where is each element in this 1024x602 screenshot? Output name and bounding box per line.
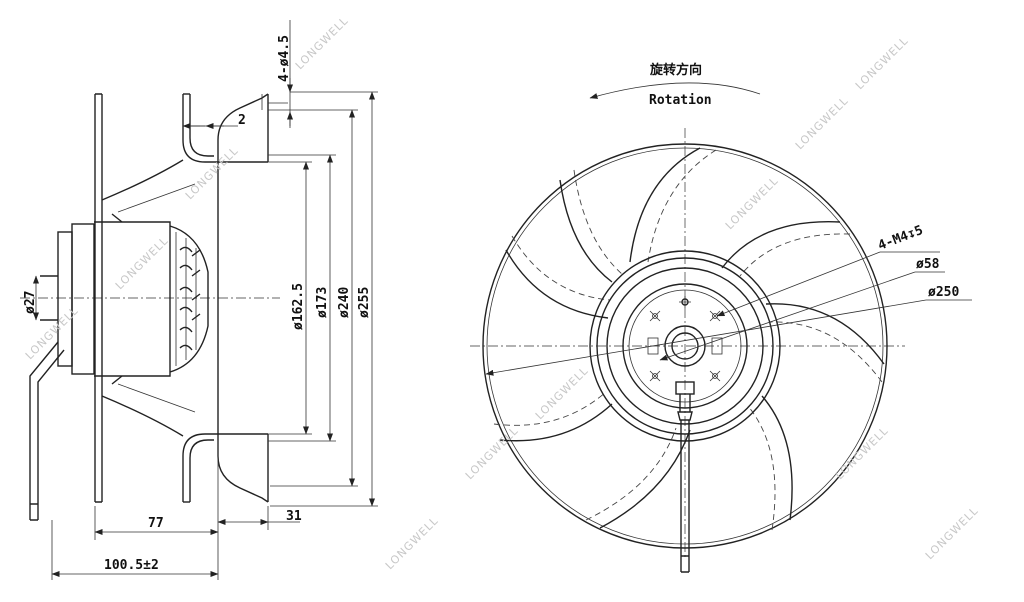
side-view: 4-ø4.5 2 ø27 ø162.5 ø173 ø240 ø255 77 31… bbox=[20, 20, 378, 580]
svg-text:LONGWELL: LONGWELL bbox=[793, 94, 851, 152]
dim-motor-depth: 77 bbox=[148, 516, 164, 531]
svg-text:LONGWELL: LONGWELL bbox=[853, 34, 911, 92]
rotation-label-en: Rotation bbox=[649, 93, 712, 108]
svg-text:LONGWELL: LONGWELL bbox=[533, 364, 591, 422]
svg-text:LONGWELL: LONGWELL bbox=[923, 504, 981, 562]
mount-holes bbox=[647, 296, 723, 382]
rotation-label-cn: 旋转方向 bbox=[649, 62, 702, 78]
svg-text:LONGWELL: LONGWELL bbox=[463, 424, 521, 482]
side-horizontal-dims bbox=[51, 440, 300, 580]
mounting-plate bbox=[94, 93, 103, 503]
dim-ring: ø240 bbox=[337, 287, 352, 318]
watermarks: LONGWELL LONGWELL LONGWELL LONGWELL LONG… bbox=[23, 14, 981, 572]
side-vertical-dims bbox=[182, 20, 378, 507]
svg-text:LONGWELL: LONGWELL bbox=[723, 174, 781, 232]
front-view: 4-M4↧5 ø58 ø250 bbox=[470, 128, 972, 573]
dim-outer: ø255 bbox=[357, 287, 372, 318]
rotation-indicator: 旋转方向 Rotation bbox=[589, 62, 761, 108]
hub bbox=[664, 325, 706, 367]
dim-hub: ø58 bbox=[916, 257, 940, 272]
svg-text:LONGWELL: LONGWELL bbox=[383, 514, 441, 572]
svg-text:LONGWELL: LONGWELL bbox=[833, 424, 891, 482]
dim-total-depth: 100.5±2 bbox=[104, 558, 159, 573]
motor-flange bbox=[606, 267, 764, 425]
dim-shaft: ø27 bbox=[23, 291, 38, 314]
top-shroud-outer bbox=[182, 93, 269, 163]
front-leaders bbox=[485, 251, 972, 376]
svg-text:LONGWELL: LONGWELL bbox=[293, 14, 351, 72]
dim-flange-width: 31 bbox=[286, 509, 302, 524]
cable bbox=[29, 341, 65, 521]
svg-text:LONGWELL: LONGWELL bbox=[183, 144, 241, 202]
rotation-arrow bbox=[589, 82, 761, 99]
dim-mount: 4-M4↧5 bbox=[876, 223, 925, 254]
dim-holes: 4-ø4.5 bbox=[277, 35, 292, 82]
dim-inner-inlet: ø162.5 bbox=[291, 283, 306, 330]
impeller-outline bbox=[482, 143, 888, 549]
blades bbox=[493, 147, 885, 531]
motor bbox=[57, 213, 209, 385]
shaft bbox=[40, 275, 58, 321]
dim-flange-gap: 2 bbox=[238, 113, 246, 128]
front-cable bbox=[675, 381, 695, 573]
svg-text:LONGWELL: LONGWELL bbox=[113, 234, 171, 292]
dim-impeller: ø250 bbox=[928, 285, 959, 300]
inlet-ring bbox=[589, 250, 781, 442]
dim-inlet: ø173 bbox=[315, 287, 330, 318]
